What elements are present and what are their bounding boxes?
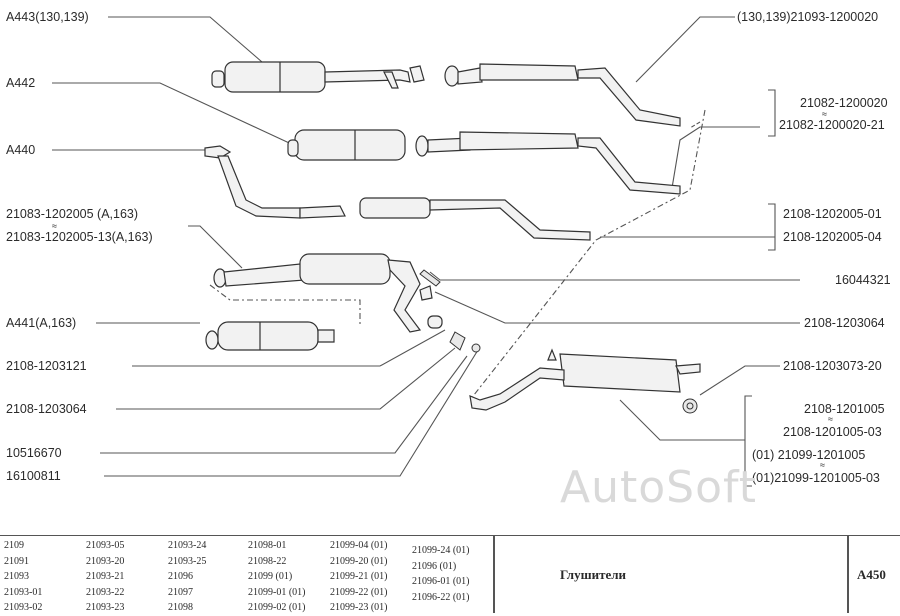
model-code: 21099-24 (01) xyxy=(412,545,470,556)
page-title: Глушители xyxy=(560,567,627,582)
model-code: 21099-20 (01) xyxy=(330,555,388,567)
label-2108-1203064-right: 2108-1203064 xyxy=(804,316,885,330)
label-10516670: 10516670 xyxy=(6,446,62,460)
label-2108-1202005-01: 2108-1202005-01 xyxy=(783,207,882,221)
model-code: 21093-20 xyxy=(86,555,125,567)
model-column-3: 21093-24 21093-25 21096 21097 21098 xyxy=(168,538,206,616)
label-21099-1201005: (01) 21099-1201005 xyxy=(752,448,866,462)
label-2108-1203073-20: 2108-1203073-20 xyxy=(783,359,882,373)
watermark: AutoSoft xyxy=(560,462,757,513)
label-2108-1203121: 2108-1203121 xyxy=(6,359,87,373)
parts-diagram: A443(130,139) A442 A440 21083-1202005 (A… xyxy=(6,10,891,513)
a441-catalyst xyxy=(205,321,335,351)
label-2108-1201005-03: 2108-1201005-03 xyxy=(783,425,882,439)
model-code: 21093-25 xyxy=(168,555,207,567)
model-code: 21099-04 (01) xyxy=(330,540,388,551)
hardware-bits xyxy=(419,269,698,414)
a440-assembly xyxy=(204,145,591,241)
page-code: A450 xyxy=(857,567,886,582)
model-code: 21091 xyxy=(4,555,29,567)
label-16044321: 16044321 xyxy=(835,273,891,287)
label-2108-1203064-left: 2108-1203064 xyxy=(6,402,87,416)
model-code: 21093-22 xyxy=(86,586,125,598)
model-code: 21093-01 xyxy=(4,586,43,598)
approx-mark: ≈ xyxy=(820,460,825,470)
model-code: 21099-23 (01) xyxy=(330,602,388,613)
divider xyxy=(493,536,495,613)
approx-mark: ≈ xyxy=(828,414,833,424)
rear-pipe-130-139 xyxy=(444,63,681,127)
model-code: 21096 xyxy=(168,571,193,582)
approx-mark: ≈ xyxy=(52,221,57,231)
label-21083-1202005-13: 21083-1202005-13(A,163) xyxy=(6,230,153,244)
label-2108-1202005-04: 2108-1202005-04 xyxy=(783,230,882,244)
label-16100811: 16100811 xyxy=(6,469,61,483)
model-code: 21096 (01) xyxy=(412,560,457,572)
model-code: 21097 xyxy=(168,586,193,598)
model-code: 21093-23 xyxy=(86,602,125,613)
model-code: 21093-05 xyxy=(86,540,125,551)
model-column-1: 2109 21091 21093 21093-01 21093-02 xyxy=(4,538,42,616)
label-21082-1200020: 21082-1200020 xyxy=(800,96,888,110)
rear-muffler xyxy=(469,348,701,411)
model-code: 21099-21 (01) xyxy=(330,571,388,582)
front-pipe-21083 xyxy=(213,253,443,333)
model-column-6: 21099-24 (01) 21096 (01) 21096-01 (01) 2… xyxy=(412,543,470,605)
model-column-5: 21099-04 (01) 21099-20 (01) 21099-21 (01… xyxy=(330,538,388,616)
model-code: 21096-01 (01) xyxy=(412,576,470,587)
model-column-4: 21098-01 21098-22 21099 (01) 21099-01 (0… xyxy=(248,538,306,616)
model-column-2: 21093-05 21093-20 21093-21 21093-22 2109… xyxy=(86,538,124,616)
label-21082-1200020-21: 21082-1200020-21 xyxy=(779,118,885,132)
title-block: 2109 21091 21093 21093-01 21093-02 21093… xyxy=(0,535,900,613)
model-code: 21099-22 (01) xyxy=(330,586,388,598)
label-a441: A441(A,163) xyxy=(6,316,77,330)
model-code: 21099-02 (01) xyxy=(248,602,306,613)
model-code: 2109 xyxy=(4,540,24,551)
a442-assembly xyxy=(287,129,681,195)
approx-mark: ≈ xyxy=(822,109,827,119)
model-code: 21098-22 xyxy=(248,555,287,567)
model-code: 21098-01 xyxy=(248,540,287,551)
model-code: 21093-02 xyxy=(4,602,43,613)
label-a442: A442 xyxy=(6,76,36,90)
model-code: 21093 xyxy=(4,571,29,582)
model-code: 21093-24 xyxy=(168,540,207,551)
model-code: 21096-22 (01) xyxy=(412,591,470,603)
model-code: 21099 (01) xyxy=(248,571,293,582)
label-21083-1202005: 21083-1202005 (A,163) xyxy=(6,207,139,221)
model-code: 21099-01 (01) xyxy=(248,586,306,598)
model-code: 21098 xyxy=(168,602,193,613)
model-code: 21093-21 xyxy=(86,571,125,582)
label-2108-1201005: 2108-1201005 xyxy=(804,402,885,416)
divider xyxy=(847,536,849,613)
a443-assembly xyxy=(211,61,425,93)
label-21099-1201005-03: (01)21099-1201005-03 xyxy=(752,471,880,485)
exhaust-system-drawing xyxy=(52,16,800,487)
label-21093-1200020: (130,139)21093-1200020 xyxy=(737,10,879,24)
label-a440: A440 xyxy=(6,143,36,157)
label-a443: A443(130,139) xyxy=(6,10,89,24)
